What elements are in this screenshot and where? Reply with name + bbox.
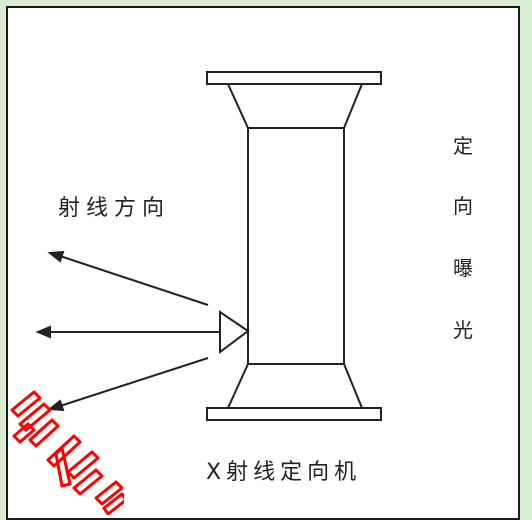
tube-body	[247, 127, 345, 365]
watermark-stamp	[4, 388, 124, 515]
machine-caption: X射线定向机	[206, 460, 362, 485]
top-flange	[206, 71, 382, 85]
watermark-glyphs	[10, 390, 124, 515]
exposure-char-1: 定	[453, 134, 473, 158]
ray-arrowhead-middle	[35, 325, 51, 339]
exposure-char-2: 向	[453, 194, 473, 218]
bottom-flange	[206, 407, 382, 421]
ray-arrowhead-upper	[47, 250, 65, 263]
exposure-char-3: 曝	[453, 256, 473, 280]
ray-arrowhead-lower	[47, 399, 65, 412]
ray-direction-label: 射线方向	[58, 196, 171, 221]
emission-window	[219, 310, 250, 354]
top-cone	[226, 83, 364, 129]
exposure-char-4: 光	[453, 318, 473, 342]
ray-arrow-upper	[59, 255, 209, 306]
bottom-cone	[226, 363, 364, 409]
ray-arrows	[35, 250, 220, 412]
ray-arrow-lower	[59, 357, 209, 407]
